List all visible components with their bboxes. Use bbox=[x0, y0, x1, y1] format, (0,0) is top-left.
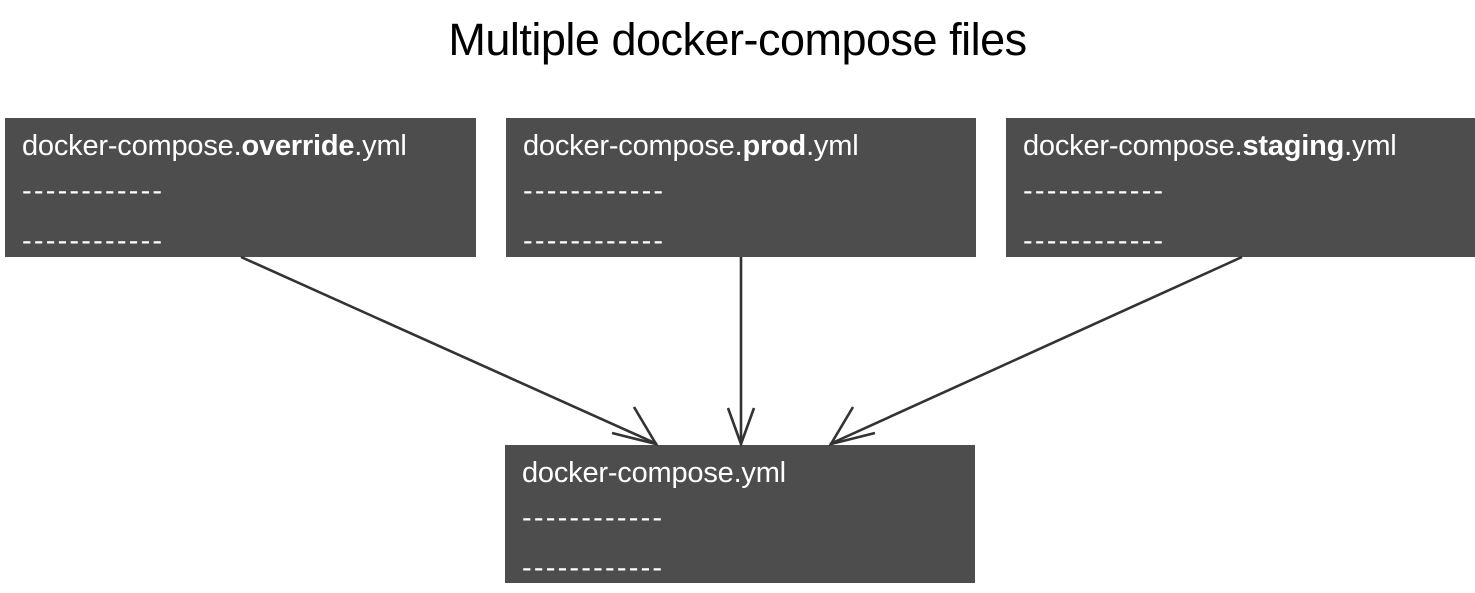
page-title: Multiple docker-compose files bbox=[448, 14, 1027, 65]
file-box-prod-content-line-2: ------------ bbox=[523, 225, 666, 257]
file-name-emphasis: prod bbox=[742, 130, 807, 162]
arrow-prod-to-base bbox=[726, 257, 756, 448]
file-name-emphasis: staging bbox=[1242, 130, 1345, 162]
file-box-override-title: docker-compose.override.yml bbox=[22, 132, 476, 161]
file-box-base[interactable]: docker-compose.yml ------------ --------… bbox=[505, 445, 975, 583]
file-box-override-content-line-1: ------------ bbox=[22, 175, 165, 207]
file-box-staging-content-line-1: ------------ bbox=[1023, 175, 1166, 207]
file-box-base-content-line-1: ------------ bbox=[522, 502, 665, 534]
file-name-prefix: docker-compose. bbox=[1023, 130, 1243, 162]
file-box-base-title: docker-compose.yml bbox=[522, 459, 975, 488]
file-box-staging-title: docker-compose.staging.yml bbox=[1023, 132, 1475, 161]
file-name-suffix: .yml bbox=[354, 130, 407, 162]
file-name-prefix: docker-compose. bbox=[523, 130, 743, 162]
file-box-prod-content-line-1: ------------ bbox=[523, 175, 666, 207]
file-name-prefix: docker-compose.yml bbox=[522, 457, 786, 489]
file-box-prod[interactable]: docker-compose.prod.yml ------------ ---… bbox=[506, 118, 976, 257]
file-name-suffix: .yml bbox=[806, 130, 859, 162]
file-box-prod-title: docker-compose.prod.yml bbox=[523, 132, 976, 161]
file-name-emphasis: override bbox=[241, 130, 355, 162]
file-box-override[interactable]: docker-compose.override.yml ------------… bbox=[5, 118, 476, 257]
file-name-prefix: docker-compose. bbox=[22, 130, 242, 162]
file-box-override-content-line-2: ------------ bbox=[22, 225, 165, 257]
arrow-staging-to-base bbox=[828, 255, 1243, 447]
arrow-override-to-base bbox=[240, 255, 659, 447]
file-box-staging-content-line-2: ------------ bbox=[1023, 225, 1166, 257]
file-name-suffix: .yml bbox=[1344, 130, 1397, 162]
file-box-base-content-line-2: ------------ bbox=[522, 552, 665, 583]
file-box-staging[interactable]: docker-compose.staging.yml ------------ … bbox=[1006, 118, 1475, 257]
